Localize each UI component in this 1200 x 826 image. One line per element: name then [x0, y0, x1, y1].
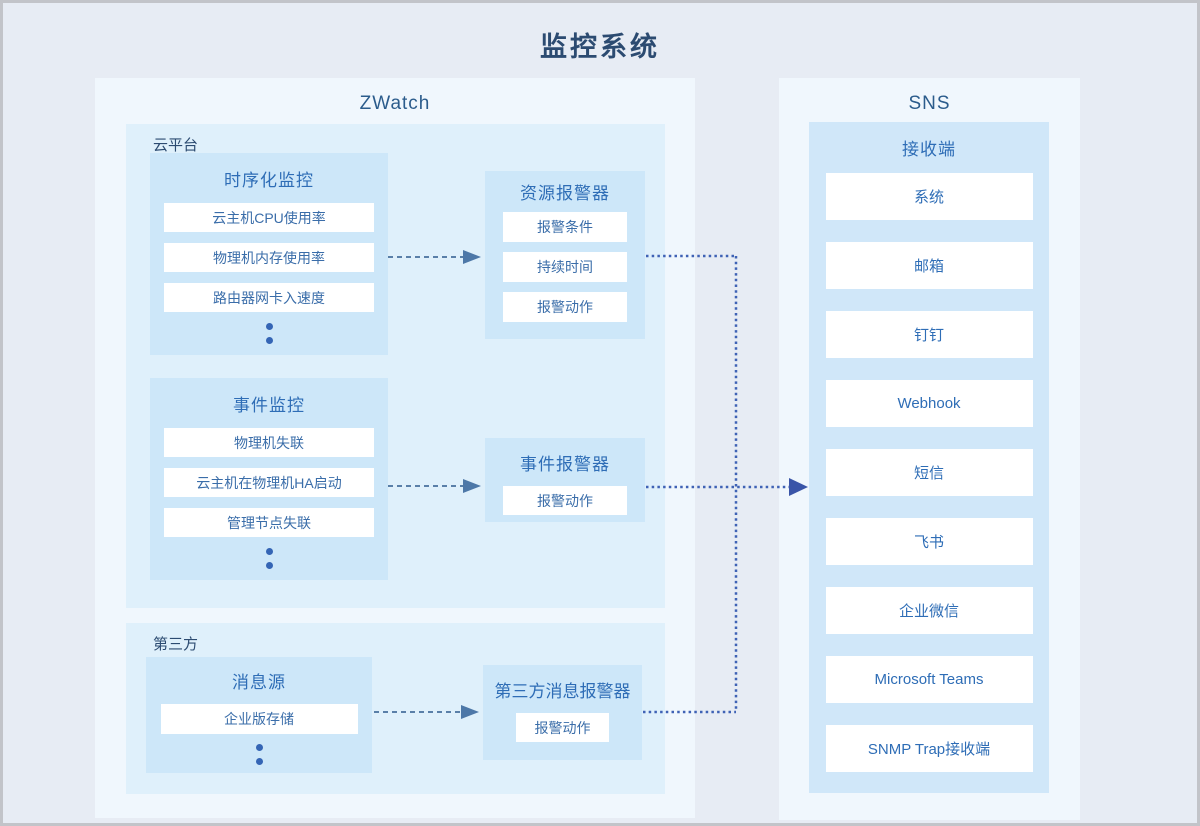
receiver-item: 邮箱 — [825, 242, 1033, 289]
timeseries-monitor-title: 时序化监控 — [224, 170, 314, 190]
monitor-item: 管理节点失联 — [164, 508, 374, 537]
vertical-ellipsis-icon — [146, 744, 372, 765]
monitor-item: 云主机在物理机HA启动 — [164, 468, 374, 497]
timeseries-monitor-box: 时序化监控 云主机CPU使用率 物理机内存使用率 路由器网卡入速度 — [150, 153, 388, 355]
third-party-label: 第三方 — [153, 636, 199, 653]
receiver-item: 短信 — [825, 449, 1033, 496]
receiver-item: SNMP Trap接收端 — [825, 725, 1033, 772]
receiver-title: 接收端 — [902, 140, 956, 159]
vertical-ellipsis-icon — [150, 323, 388, 344]
alarm-item: 报警动作 — [503, 486, 627, 515]
event-alarm-title: 事件报警器 — [520, 454, 610, 474]
monitor-item: 云主机CPU使用率 — [164, 203, 374, 232]
monitor-item: 物理机内存使用率 — [164, 243, 374, 272]
receiver-item: Webhook — [825, 380, 1033, 427]
event-monitor-title: 事件监控 — [233, 395, 305, 415]
message-source-box: 消息源 企业版存储 — [146, 657, 372, 773]
thirdparty-message-alarm-box: 第三方消息报警器 报警动作 — [483, 665, 642, 760]
sns-panel-title: SNS — [908, 93, 951, 114]
receiver-item: 企业微信 — [825, 587, 1033, 634]
monitor-item: 路由器网卡入速度 — [164, 283, 374, 312]
event-monitor-box: 事件监控 物理机失联 云主机在物理机HA启动 管理节点失联 — [150, 378, 388, 580]
event-alarm-box: 事件报警器 报警动作 — [485, 438, 645, 522]
receiver-item: 钉钉 — [825, 311, 1033, 358]
receiver-item: 系统 — [825, 173, 1033, 220]
resource-alarm-title: 资源报警器 — [520, 184, 610, 203]
alarm-item: 报警动作 — [503, 292, 627, 322]
receiver-panel: 接收端 系统 邮箱 钉钉 Webhook 短信 飞书 企业微信 Microsof… — [809, 122, 1049, 793]
vertical-ellipsis-icon — [150, 548, 388, 569]
resource-alarm-box: 资源报警器 报警条件 持续时间 报警动作 — [485, 171, 645, 339]
alarm-item: 持续时间 — [503, 252, 627, 282]
receiver-item: Microsoft Teams — [825, 656, 1033, 703]
receiver-item: 飞书 — [825, 518, 1033, 565]
page-title: 监控系统 — [540, 32, 660, 62]
monitor-item: 企业版存储 — [160, 704, 358, 734]
zwatch-panel-title: ZWatch — [359, 93, 431, 114]
alarm-item: 报警条件 — [503, 212, 627, 242]
cloud-platform-label: 云平台 — [153, 137, 199, 154]
message-source-title: 消息源 — [232, 673, 286, 692]
alarm-item: 报警动作 — [516, 713, 609, 742]
thirdparty-message-alarm-title: 第三方消息报警器 — [494, 681, 631, 701]
monitor-item: 物理机失联 — [164, 428, 374, 457]
